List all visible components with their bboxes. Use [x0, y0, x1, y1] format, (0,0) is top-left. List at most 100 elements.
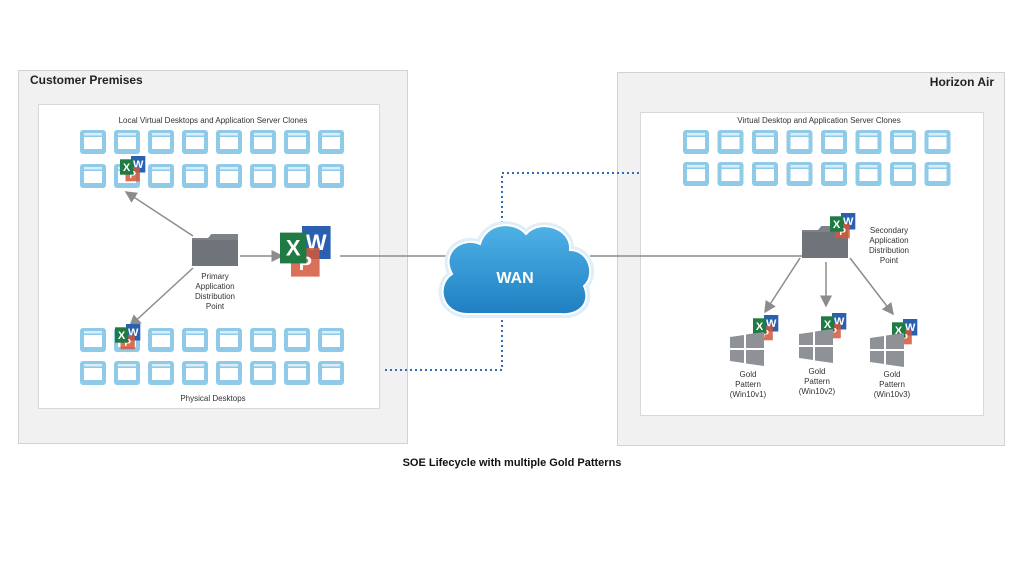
horizon-clone-monitor-icon [821, 162, 847, 186]
horizon-clone-monitor-icon [752, 130, 778, 154]
svg-text:X: X [123, 162, 131, 174]
secondary-office-apps-icon: WPX [830, 213, 856, 239]
gold-1-line-2: Pattern [735, 380, 761, 389]
secondary-line-4: Point [879, 256, 899, 265]
secondary-to-gold-3-arrow [849, 257, 894, 316]
secondary-distribution-point-label: Secondary Application Distribution Point [854, 226, 924, 266]
svg-text:P: P [762, 329, 769, 340]
physical-desktop-monitor-icon [216, 361, 242, 385]
wan-to-customer-dotted-link [382, 305, 503, 371]
local-clone-monitor-icon [284, 130, 310, 154]
local-clone-monitor-icon [114, 130, 140, 154]
svg-text:X: X [118, 330, 126, 342]
wan-label: WAN [496, 270, 534, 287]
svg-text:X: X [833, 219, 841, 231]
horizon-clone-monitor-icon [752, 162, 778, 186]
primary-line-3: Distribution [194, 292, 235, 301]
office-apps-icon: WPX [280, 226, 331, 277]
local-clone-monitor-icon [250, 164, 276, 188]
svg-text:W: W [128, 327, 139, 339]
secondary-line-2: Application [869, 236, 909, 245]
physical-desktops-label: Physical Desktops [180, 394, 246, 403]
local-clone-monitor-icon [284, 164, 310, 188]
primary-distribution-folder-icon [192, 234, 238, 266]
physical-desktop-monitor-icon [318, 361, 344, 385]
gold-3-line-2: Pattern [879, 380, 905, 389]
local-clone-monitor-icon [182, 164, 208, 188]
svg-text:X: X [895, 325, 903, 337]
horizon-clone-monitor-icon [924, 130, 951, 154]
horizon-clone-monitor-icon [890, 162, 916, 186]
horizon-clone-monitor-icon [924, 162, 951, 186]
gold-pattern-label-1: Gold Pattern (Win10v1) [718, 370, 778, 400]
svg-text:P: P [901, 333, 908, 344]
horizon-clones-label: Virtual Desktop and Application Server C… [737, 116, 901, 125]
gold-2-line-2: Pattern [804, 377, 830, 386]
local-clone-monitor-icon [216, 130, 242, 154]
horizon-air-title: Horizon Air [929, 75, 994, 89]
gold-1-line-1: Gold [739, 370, 757, 379]
svg-text:W: W [133, 159, 144, 171]
svg-text:X: X [824, 319, 832, 331]
gold-3-line-1: Gold [883, 370, 901, 379]
physical-desktop-monitor-icon [80, 328, 106, 352]
physical-desktop-monitor-icon [182, 361, 208, 385]
gold-2-windows-icon [799, 329, 833, 363]
customer-premises-title: Customer Premises [30, 73, 143, 87]
local-clone-monitor-icon [216, 164, 242, 188]
horizon-clone-monitor-icon [890, 130, 916, 154]
wan-to-horizon-dotted-link [501, 172, 640, 228]
local-clone-monitor-icon [80, 130, 106, 154]
horizon-clone-monitor-icon [717, 130, 744, 154]
svg-text:W: W [766, 318, 777, 330]
local-clone-monitor-icon [80, 164, 106, 188]
primary-distribution-point-label: Primary Application Distribution Point [180, 272, 250, 312]
physical-desktop-monitor-icon [318, 328, 344, 352]
svg-text:P: P [839, 227, 846, 238]
physical-desktop-monitor-icon [250, 361, 276, 385]
physical-office-apps-icon: WPX [115, 324, 141, 350]
svg-text:W: W [843, 216, 854, 228]
diagram-caption: SOE Lifecycle with multiple Gold Pattern… [402, 457, 622, 469]
local-clone-monitor-icon [148, 164, 174, 188]
svg-text:X: X [756, 321, 764, 333]
gold-pattern-label-2: Gold Pattern (Win10v2) [787, 367, 847, 397]
physical-desktop-monitor-icon [148, 328, 174, 352]
primary-to-clones-arrow [124, 191, 194, 237]
local-clones-label: Local Virtual Desktops and Application S… [118, 116, 308, 125]
gold-2-line-1: Gold [808, 367, 826, 376]
secondary-to-gold-1-arrow [764, 257, 801, 314]
physical-desktop-monitor-icon [284, 328, 310, 352]
physical-desktop-monitor-icon [114, 361, 140, 385]
svg-text:P: P [124, 338, 131, 349]
gold-1-line-3: (Win10v1) [729, 390, 767, 399]
local-clone-monitor-icon [250, 130, 276, 154]
horizon-clone-monitor-icon [855, 130, 882, 154]
svg-text:P: P [830, 327, 837, 338]
physical-desktop-monitor-icon [148, 361, 174, 385]
gold-3-line-3: (Win10v3) [873, 390, 911, 399]
primary-line-4: Point [205, 302, 225, 311]
horizon-clone-monitor-icon [683, 130, 709, 154]
wan-cloud-icon [438, 221, 595, 319]
physical-desktop-monitor-icon [182, 328, 208, 352]
horizon-clone-monitor-icon [683, 162, 709, 186]
secondary-line-3: Distribution [868, 246, 909, 255]
horizon-clone-monitor-icon [717, 162, 744, 186]
physical-desktop-monitor-icon [80, 361, 106, 385]
gold-2-line-3: (Win10v2) [798, 387, 836, 396]
horizon-clone-monitor-icon [821, 130, 847, 154]
horizon-clone-monitor-icon [786, 130, 813, 154]
clone-office-apps-icon: WPX [120, 156, 146, 182]
svg-text:W: W [905, 322, 916, 334]
horizon-clone-monitor-icon [855, 162, 882, 186]
gold-1-windows-icon [730, 332, 764, 366]
svg-text:P: P [129, 170, 136, 181]
gold-3-windows-icon [870, 333, 904, 367]
local-clone-monitor-icon [318, 130, 344, 154]
physical-desktop-monitor-icon [250, 328, 276, 352]
local-clone-monitor-icon [148, 130, 174, 154]
horizon-clone-monitor-icon [786, 162, 813, 186]
gold-2-office-apps-icon: WPX [821, 313, 847, 339]
